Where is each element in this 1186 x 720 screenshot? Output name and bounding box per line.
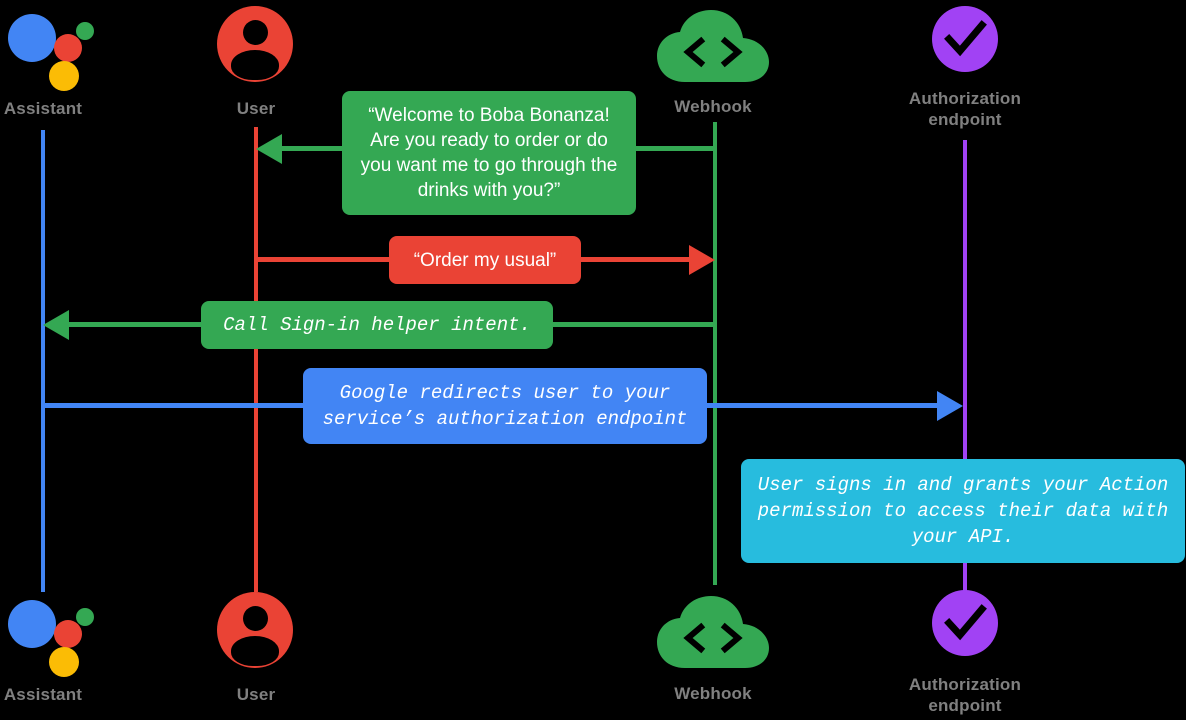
- assistant-dot-blue: [8, 14, 56, 62]
- google-assistant-icon-bottom: [8, 594, 94, 678]
- user-avatar-bottom: [217, 592, 293, 668]
- cloud-code-icon: [657, 10, 769, 82]
- message-arrowhead-welcome: [256, 134, 282, 164]
- assistant-dot-yellow-bottom: [49, 647, 79, 677]
- google-assistant-icon: [8, 8, 94, 92]
- lifeline-auth: [963, 140, 967, 592]
- actor-label-webhook-top: Webhook: [674, 97, 752, 116]
- purple-check-circle-icon-bottom: [932, 590, 998, 656]
- message-box-welcome: “Welcome to Boba Bonanza! Are you ready …: [342, 91, 636, 215]
- message-text-welcome: “Welcome to Boba Bonanza! Are you ready …: [360, 105, 618, 201]
- user-head-shape: [242, 20, 268, 45]
- message-text-signin: Call Sign-in helper intent.: [223, 314, 531, 336]
- message-arrowhead-order: [689, 245, 715, 275]
- message-text-order: “Order my usual”: [413, 249, 557, 271]
- actor-label-auth-top: Authorization endpoint: [908, 89, 1022, 129]
- auth-circle-shape-bottom: [932, 590, 998, 656]
- message-box-signs-in: User signs in and grants your Action per…: [741, 459, 1185, 563]
- message-box-order: “Order my usual”: [389, 236, 581, 284]
- user-body-shape: [231, 50, 279, 80]
- user-avatar-icon-bottom: [217, 592, 293, 668]
- message-arrowhead-signin: [43, 310, 69, 340]
- lifeline-assistant: [41, 130, 45, 592]
- actor-label-user-top: User: [236, 99, 276, 118]
- assistant-dot-blue-bottom: [8, 600, 56, 648]
- purple-check-circle-icon: [932, 6, 998, 72]
- lifeline-webhook: [713, 122, 717, 585]
- actor-label-assistant-top: Assistant: [3, 99, 83, 118]
- cloud-code-icon-bottom: [657, 596, 769, 668]
- message-arrowhead-redirect: [937, 391, 963, 421]
- message-box-signin: Call Sign-in helper intent.: [201, 301, 553, 349]
- actor-label-webhook-bottom: Webhook: [674, 684, 752, 703]
- user-avatar-icon: [217, 6, 293, 82]
- assistant-dot-yellow: [49, 61, 79, 91]
- actor-label-user-bottom: User: [236, 685, 276, 704]
- lifeline-user: [254, 127, 258, 592]
- message-box-redirect: Google redirects user to your service’s …: [303, 368, 707, 444]
- assistant-dot-green: [76, 22, 94, 40]
- actor-label-auth-bottom: Authorization endpoint: [908, 675, 1022, 715]
- checkmark-icon-bottom: [944, 604, 987, 641]
- message-text-signs-in: User signs in and grants your Action per…: [757, 474, 1169, 548]
- assistant-dot-green-bottom: [76, 608, 94, 626]
- user-body-shape-bottom: [231, 636, 279, 666]
- message-text-redirect: Google redirects user to your service’s …: [322, 382, 688, 430]
- assistant-dot-red: [54, 34, 82, 62]
- assistant-dot-red-bottom: [54, 620, 82, 648]
- actor-label-assistant-bottom: Assistant: [3, 685, 83, 704]
- auth-circle-shape: [932, 6, 998, 72]
- checkmark-icon: [944, 20, 987, 57]
- user-avatar: [217, 6, 293, 82]
- user-head-shape-bottom: [242, 606, 268, 631]
